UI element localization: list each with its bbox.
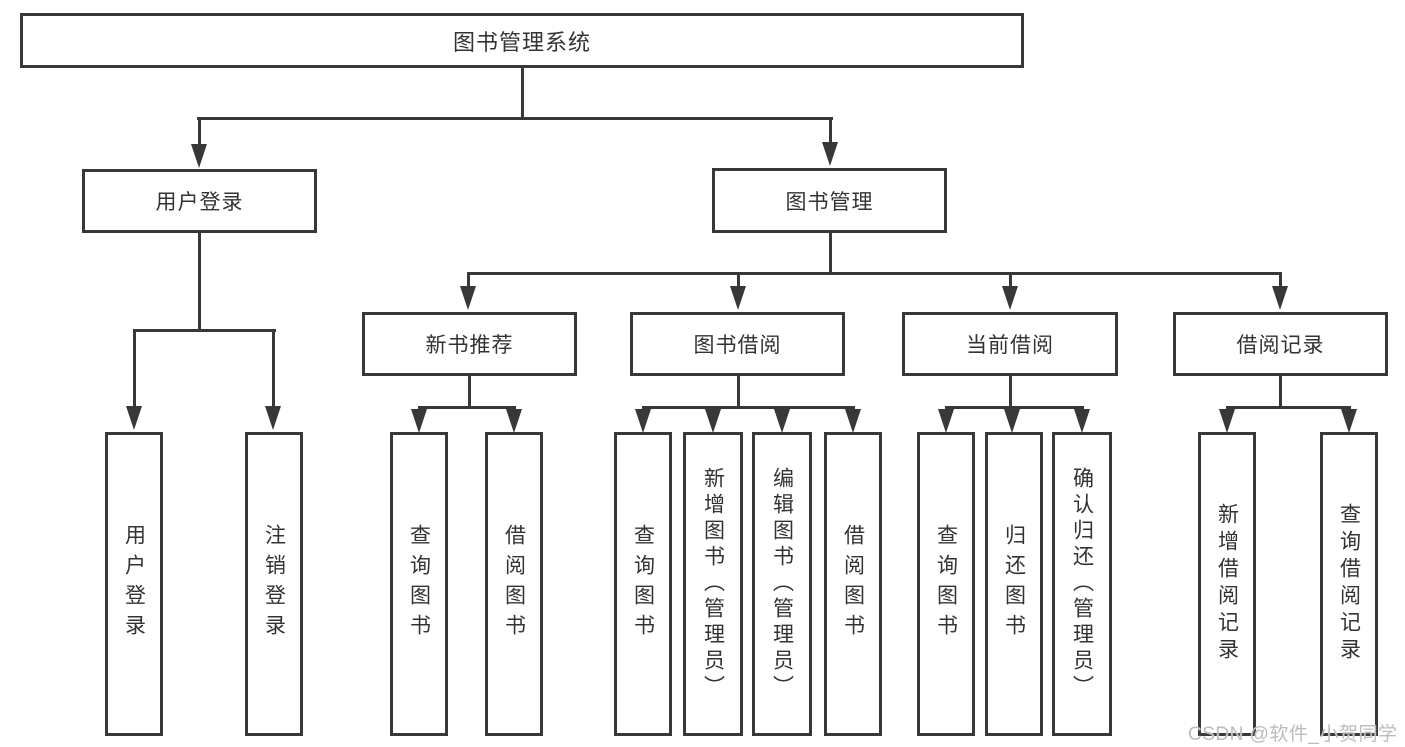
arrowhead-to-br-add — [1219, 409, 1235, 433]
connector-book-mgmt-stem — [829, 233, 832, 273]
arrowhead-to-ul-logout — [265, 406, 281, 430]
connector-book-mgmt-drop — [829, 120, 832, 144]
connector-user-login-stem — [198, 233, 201, 330]
node-leaf-cb-query-books: 查询图书 — [917, 432, 975, 736]
arrowhead-to-br-query — [1341, 409, 1357, 433]
arrowhead-to-user-login — [191, 144, 207, 168]
connector-user-login-drop — [198, 120, 201, 146]
connector-new-rec-splitter — [418, 406, 516, 409]
node-leaf-bb-query-books: 查询图书 — [614, 432, 672, 736]
arrowhead-to-ul-login — [126, 406, 142, 430]
node-leaf-cb-return-books: 归还图书 — [985, 432, 1043, 736]
connector-current-borrow-splitter — [945, 406, 1084, 409]
node-leaf-br-query-record: 查询借阅记录 — [1320, 432, 1378, 736]
connector-borrow-record-drop — [1279, 275, 1282, 288]
arrowhead-to-current-borrow — [1002, 286, 1018, 310]
node-new-book-recommend: 新书推荐 — [362, 312, 577, 376]
node-leaf-nr-query-books: 查询图书 — [390, 432, 448, 736]
arrowhead-to-new-rec — [460, 286, 476, 310]
node-leaf-logout: 注销登录 — [245, 432, 303, 736]
node-leaf-user-login: 用户登录 — [105, 432, 163, 736]
connector-current-borrow-stem — [1009, 376, 1012, 407]
connector-level3-distributor — [467, 272, 1282, 275]
connector-book-borrow-splitter — [642, 406, 855, 409]
csdn-watermark: CSDN @软件_小贺同学 — [1188, 724, 1398, 745]
node-root: 图书管理系统 — [20, 13, 1024, 68]
arrowhead-to-cb-query — [938, 409, 954, 433]
arrowhead-to-bb-add — [705, 409, 721, 433]
arrowhead-to-bb-query — [635, 409, 651, 433]
connector-user-login-splitter — [133, 329, 276, 332]
node-leaf-bb-edit-books-admin: 编辑图书（管理员） — [752, 432, 812, 736]
node-current-borrow: 当前借阅 — [902, 312, 1118, 376]
arrowhead-to-nr-borrow — [506, 409, 522, 433]
connector-current-borrow-drop — [1009, 275, 1012, 288]
arrowhead-to-cb-return — [1004, 409, 1020, 433]
arrowhead-to-borrow-record — [1272, 286, 1288, 310]
connector-borrow-record-splitter — [1226, 406, 1351, 409]
connector-book-borrow-drop — [737, 275, 740, 288]
arrowhead-to-cb-confirm — [1074, 409, 1090, 433]
connector-new-rec-stem — [468, 376, 471, 407]
node-user-login: 用户登录 — [82, 169, 317, 233]
node-borrow-record: 借阅记录 — [1173, 312, 1388, 376]
node-leaf-cb-confirm-return-admin: 确认归还（管理员） — [1052, 432, 1112, 736]
arrowhead-to-bb-borrow — [845, 409, 861, 433]
connector-ul-login-drop — [133, 331, 136, 408]
arrowhead-to-nr-query — [411, 409, 427, 433]
node-leaf-nr-borrow-books: 借阅图书 — [485, 432, 543, 736]
connector-root-stem — [521, 68, 524, 118]
arrowhead-to-book-borrow — [730, 286, 746, 310]
node-leaf-bb-add-books-admin: 新增图书（管理员） — [683, 432, 743, 736]
connector-level1-distributor — [197, 117, 833, 120]
arrowhead-to-book-mgmt — [822, 142, 838, 166]
arrowhead-to-bb-edit — [774, 409, 790, 433]
connector-ul-logout-drop — [272, 331, 275, 408]
node-leaf-br-add-record: 新增借阅记录 — [1198, 432, 1256, 736]
node-book-borrow: 图书借阅 — [630, 312, 845, 376]
connector-new-rec-drop — [467, 275, 470, 288]
node-book-management: 图书管理 — [712, 168, 947, 233]
connector-borrow-record-stem — [1279, 376, 1282, 407]
connector-book-borrow-stem — [737, 376, 740, 407]
node-leaf-bb-borrow-books: 借阅图书 — [824, 432, 882, 736]
